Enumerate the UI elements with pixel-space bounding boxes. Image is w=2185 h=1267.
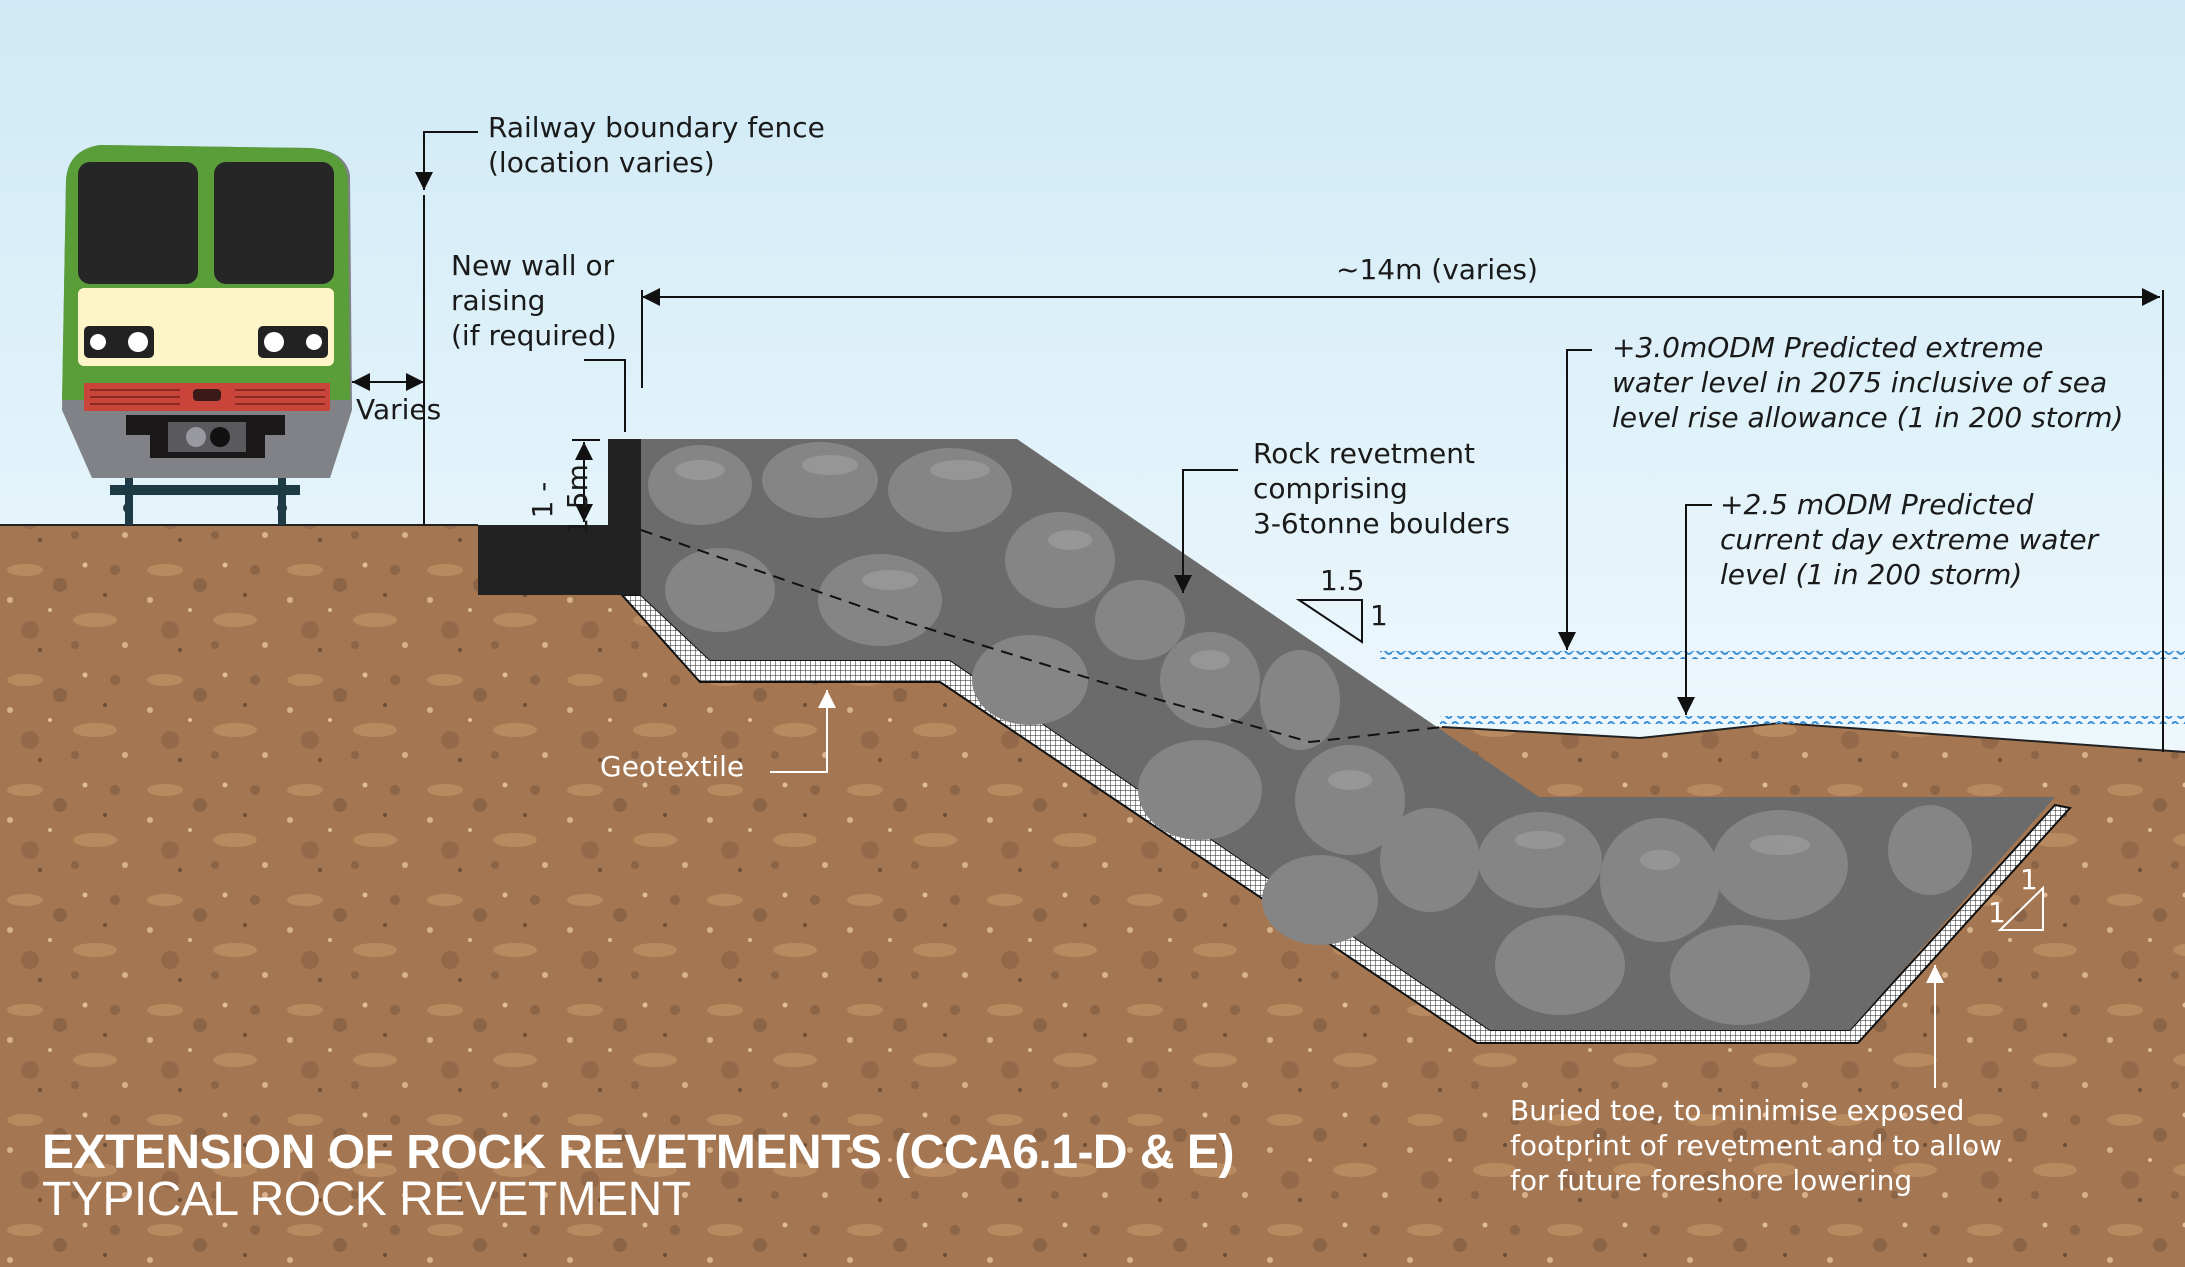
annotation-lines-white bbox=[770, 690, 2044, 1088]
boulder bbox=[1095, 580, 1185, 660]
boulder bbox=[1005, 512, 1115, 608]
water-2075-leader bbox=[1558, 349, 1592, 650]
diagram-subtitle: TYPICAL ROCK REVETMENT bbox=[42, 1173, 691, 1226]
width-label: ~14m (varies) bbox=[1336, 253, 1538, 286]
water-current-leader bbox=[1677, 504, 1712, 715]
wall-label: New wall or raising (if required) bbox=[451, 249, 617, 352]
slope-triangle-upper bbox=[1295, 599, 1363, 644]
water-level-2075 bbox=[1380, 651, 2185, 659]
seabed-line bbox=[1441, 721, 2185, 753]
slope-toe-v: 1 bbox=[2020, 863, 2038, 896]
boulder bbox=[1478, 812, 1602, 908]
boulder bbox=[972, 635, 1088, 725]
boulder bbox=[665, 548, 775, 632]
water-2075-label: +3.0mODM Predicted extreme water level i… bbox=[1612, 331, 2124, 434]
boulder bbox=[1495, 915, 1625, 1015]
new-wall bbox=[478, 439, 641, 595]
boulder bbox=[1260, 650, 1340, 750]
boulder bbox=[1888, 805, 1972, 895]
geotextile-leader bbox=[770, 690, 836, 773]
wall-height-label: 1 - 1.5m bbox=[526, 464, 594, 536]
rock-label: Rock revetment comprising 3-6tonne bould… bbox=[1253, 437, 1510, 540]
geotextile-label: Geotextile bbox=[600, 750, 745, 783]
boulder bbox=[648, 445, 752, 525]
slope-toe-h: 1 bbox=[1988, 896, 2006, 929]
slope-upper-v: 1 bbox=[1370, 599, 1388, 632]
boulder bbox=[1160, 632, 1260, 728]
ground-soil bbox=[0, 525, 2185, 1267]
fence-leader bbox=[415, 131, 478, 190]
boulder-highlights bbox=[675, 455, 1810, 870]
wall-leader bbox=[584, 359, 626, 432]
boulder bbox=[1600, 818, 1720, 942]
train bbox=[62, 145, 352, 525]
water-level-current bbox=[1440, 716, 2185, 724]
boulder bbox=[1138, 740, 1262, 840]
annotation-lines bbox=[352, 131, 2164, 752]
slope-triangle-toe bbox=[1997, 885, 2044, 931]
water-current-label: +2.5 mODM Predicted current day extreme … bbox=[1720, 488, 2099, 591]
boulder bbox=[1262, 855, 1378, 945]
boulder bbox=[1670, 925, 1810, 1025]
fence-label: Railway boundary fence (location varies) bbox=[488, 111, 825, 179]
existing-profile-dashed bbox=[640, 529, 1443, 744]
train-rail bbox=[110, 485, 300, 495]
boulder bbox=[818, 554, 942, 646]
boulder bbox=[762, 442, 878, 518]
boulder bbox=[1295, 745, 1405, 855]
toe-label: Buried toe, to minimise exposed footprin… bbox=[1510, 1094, 2003, 1197]
rock-leader bbox=[1174, 469, 1238, 593]
boulder bbox=[1712, 810, 1848, 920]
boulder bbox=[1380, 808, 1480, 912]
diagram-title: EXTENSION OF ROCK REVETMENTS (CCA6.1-D &… bbox=[42, 1126, 1234, 1179]
slope-upper-h: 1.5 bbox=[1320, 564, 1365, 597]
varies-label: Varies bbox=[356, 393, 442, 426]
